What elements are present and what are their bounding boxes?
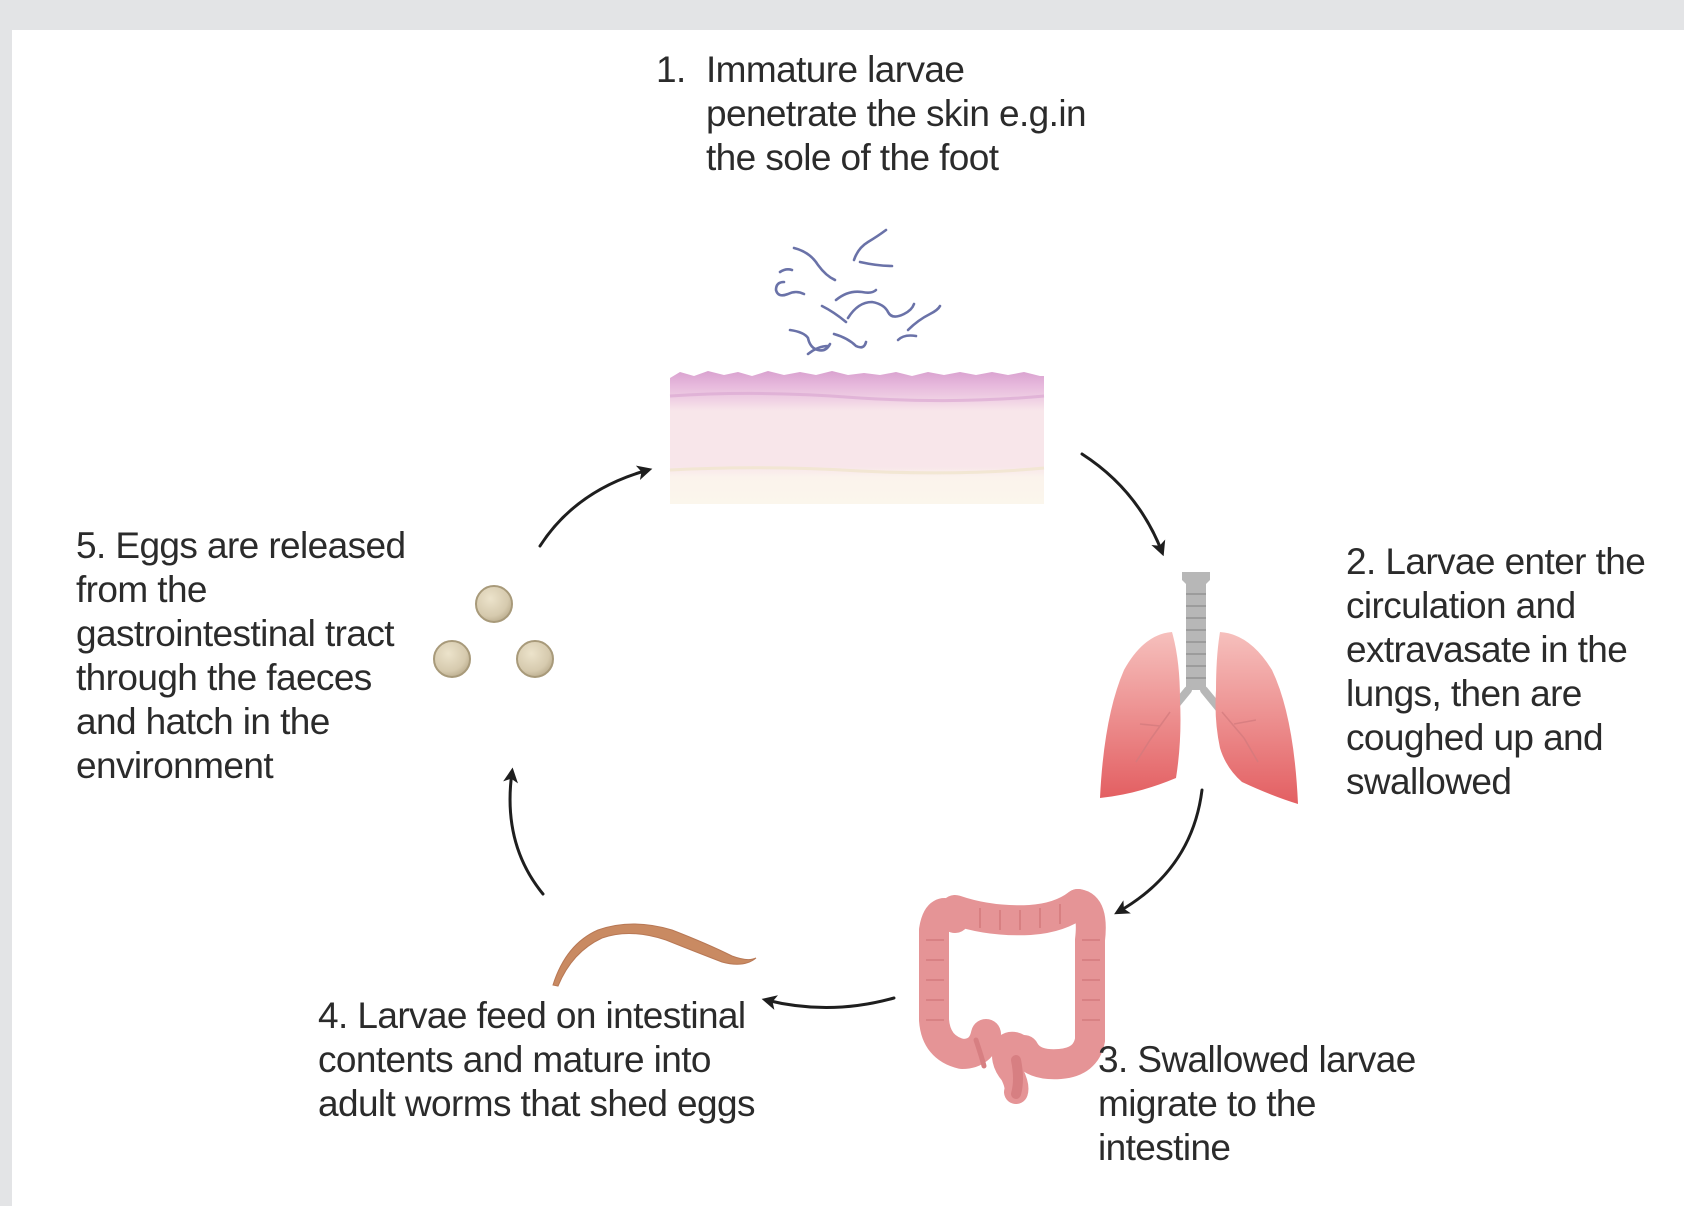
step-4-label: 4. Larvae feed on intestinal contents an…	[318, 994, 758, 1126]
step-3-number: 3.	[1098, 1038, 1128, 1082]
step-5-label: 5. Eggs are released from the gastrointe…	[76, 524, 416, 788]
eggs-icon	[434, 586, 553, 677]
step-1-number: 1.	[656, 48, 686, 92]
step-4-text: Larvae feed on intestinal contents and m…	[318, 995, 755, 1124]
step-1-label: 1. Immature larvae penetrate the skin e.…	[656, 48, 1086, 180]
step-5-number: 5.	[76, 524, 106, 568]
larvae-icon	[776, 230, 940, 354]
step-1-text: Immature larvae penetrate the skin e.g.i…	[656, 48, 1086, 180]
step-2-text: Larvae enter the circulation and extrava…	[1346, 541, 1645, 802]
step-4-number: 4.	[318, 994, 348, 1038]
step-5-text: Eggs are released from the gastrointesti…	[76, 525, 405, 786]
arrow-lungs-to-intestine	[1118, 790, 1202, 912]
arrow-eggs-to-skin	[540, 470, 648, 546]
adult-worm-icon	[553, 924, 756, 986]
arrow-skin-to-lungs	[1082, 454, 1162, 552]
step-2-number: 2.	[1346, 540, 1376, 584]
intestine-icon	[926, 904, 1100, 1094]
step-2-label: 2. Larvae enter the circulation and extr…	[1346, 540, 1676, 804]
arrow-worm-to-eggs	[510, 772, 543, 894]
lungs-icon	[1100, 572, 1298, 804]
arrow-intestine-to-worm	[766, 998, 894, 1008]
skin-layers-icon	[670, 371, 1044, 504]
step-3-label: 3. Swallowed larvae migrate to the intes…	[1098, 1038, 1428, 1170]
step-3-text: Swallowed larvae migrate to the intestin…	[1098, 1039, 1416, 1168]
